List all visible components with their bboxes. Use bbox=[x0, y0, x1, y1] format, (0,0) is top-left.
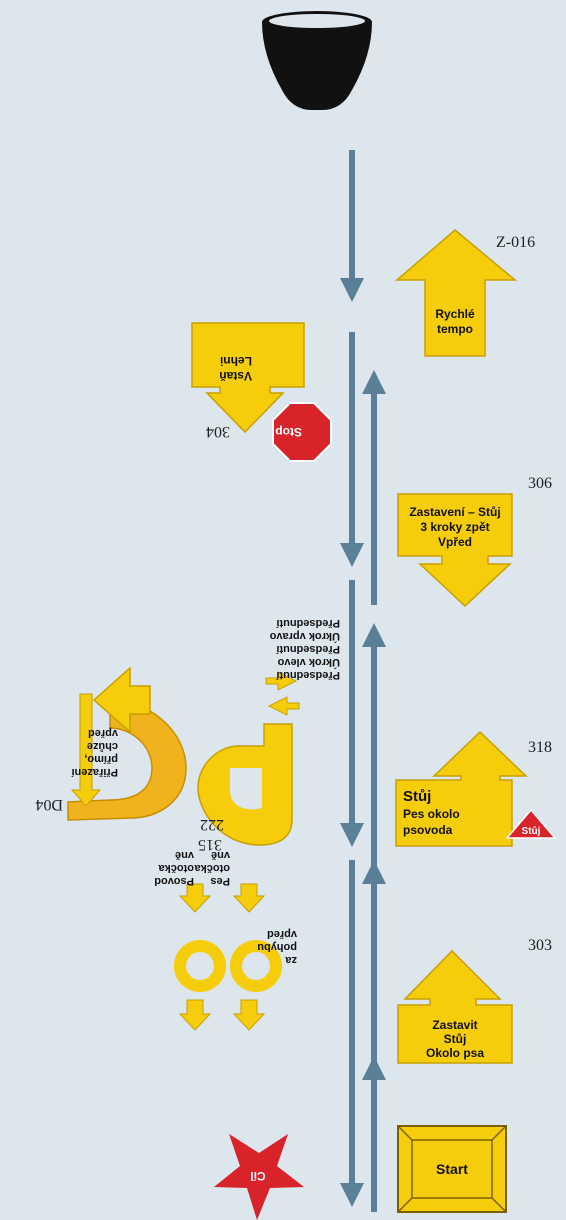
sign-315-line: pohybu bbox=[257, 941, 297, 953]
sign-306-number: 306 bbox=[528, 475, 552, 492]
sign-315-line: otočka bbox=[194, 862, 230, 874]
sign-315-line: Pes bbox=[210, 875, 230, 887]
start-label: Start bbox=[436, 1161, 468, 1177]
sign-d04-line: přímo, bbox=[84, 753, 118, 765]
sign-d04-number: D04 bbox=[35, 796, 63, 813]
sign-303: 303 Zastavit Stůj Okolo psa bbox=[397, 937, 552, 1064]
sign-306: 306 Zastavení – Stůj 3 kroky zpět Vpřed bbox=[397, 475, 552, 608]
sign-222-line: Předsednutí bbox=[275, 643, 340, 655]
sign-304-line: Lehni bbox=[220, 354, 252, 368]
sign-222-number: 222 bbox=[200, 816, 224, 833]
sign-222-line: Předsednutí bbox=[275, 617, 340, 629]
sign-315-line: vně bbox=[211, 849, 230, 861]
sign-318-badge: Stůj bbox=[522, 825, 541, 837]
sign-304-stop: Stop bbox=[275, 425, 302, 439]
sign-304-number: 304 bbox=[206, 423, 230, 440]
sign-d04-line: vpřed bbox=[88, 727, 118, 739]
sign-304: Vstaň Lehni Stop 304 bbox=[191, 322, 332, 462]
sign-222: 222 Předsednutí Úkrok vlevo Předsednutí … bbox=[197, 617, 340, 846]
stop-octagon bbox=[272, 402, 332, 462]
sign-318: 318 Stůj Pes okolo psovoda Stůj bbox=[395, 730, 557, 847]
sign-306-line: Vpřed bbox=[438, 535, 472, 549]
finish-label: Cíl bbox=[250, 1169, 265, 1183]
sign-318-line: Pes okolo bbox=[403, 807, 460, 821]
bowl-icon bbox=[262, 11, 372, 110]
sign-315-line: vpřed bbox=[267, 928, 297, 940]
sign-318-number: 318 bbox=[528, 739, 552, 756]
sign-315-line: za bbox=[285, 954, 298, 966]
sign-318-line: psovoda bbox=[403, 823, 453, 837]
sign-306-line: 3 kroky zpět bbox=[420, 520, 489, 534]
sign-304-line: Vstaň bbox=[219, 369, 252, 383]
sign-222-line: Předsednutí bbox=[275, 669, 340, 681]
sign-z016-number: Z-016 bbox=[496, 234, 535, 251]
sign-303-line: Okolo psa bbox=[426, 1046, 484, 1060]
sign-303-line: Stůj bbox=[444, 1032, 467, 1046]
lane-arrows bbox=[340, 150, 386, 1212]
sign-318-title: Stůj bbox=[403, 788, 431, 805]
sign-z016: Z-016 Rychlé tempo bbox=[394, 229, 535, 357]
stop-badge bbox=[505, 808, 557, 839]
sign-d04-line: chůze bbox=[87, 740, 118, 752]
sign-222-line: Úkrok vlevo bbox=[277, 656, 340, 669]
start-sign: Start bbox=[397, 1125, 507, 1213]
sign-z016-line: tempo bbox=[437, 322, 473, 336]
sign-315-line: otočka bbox=[158, 862, 194, 874]
sign-d04: D04 Přiřazení přímo, chůze vpřed bbox=[35, 666, 187, 821]
sign-303-line: Zastavit bbox=[432, 1018, 477, 1032]
sign-315-line: vně bbox=[175, 849, 194, 861]
sign-303-number: 303 bbox=[528, 937, 552, 954]
sign-315-line: Psovod bbox=[154, 875, 194, 887]
finish-star: Cíl bbox=[214, 1134, 304, 1220]
sign-306-line: Zastavení – Stůj bbox=[409, 505, 500, 519]
sign-d04-line: Přiřazení bbox=[71, 766, 118, 778]
sign-222-line: Úkrok vpravo bbox=[269, 630, 340, 643]
sign-315: 315 Pes otočka vně Psovod otočka vně za … bbox=[154, 836, 298, 1031]
sign-z016-line: Rychlé bbox=[435, 307, 475, 321]
sign-315-number: 315 bbox=[198, 836, 222, 853]
